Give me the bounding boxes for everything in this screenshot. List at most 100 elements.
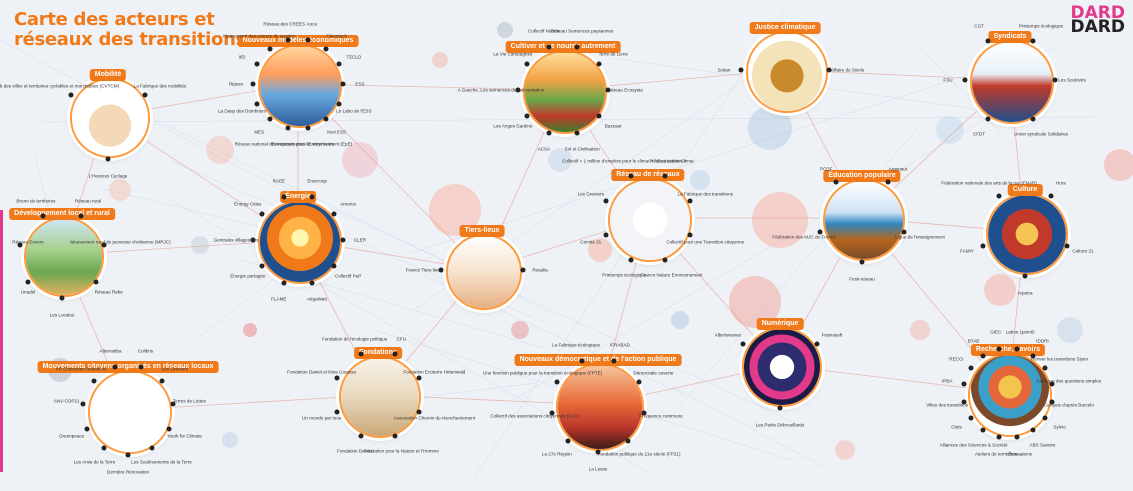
actor-label[interactable]: Terre de Liens bbox=[598, 50, 628, 56]
actor-label[interactable]: Kiwi ESS bbox=[327, 129, 347, 135]
actor-label[interactable]: BTAB bbox=[967, 338, 980, 344]
actor-label[interactable]: Colibris bbox=[137, 347, 154, 353]
actor-label[interactable]: Réseau Action Climat bbox=[649, 158, 694, 164]
actor-label[interactable]: Ateliers de territoires bbox=[974, 451, 1017, 457]
actor-label[interactable]: Culture 21 bbox=[1072, 248, 1094, 254]
actor-label[interactable]: Fondation de l'écologie politique bbox=[321, 335, 388, 341]
actor-label[interactable]: Arpetra bbox=[1017, 290, 1033, 296]
actor-label[interactable]: Réseau Semences paysannes bbox=[551, 28, 614, 34]
actor-label[interactable]: Villes des transitions bbox=[926, 402, 969, 408]
actor-label[interactable]: Cleantech bbox=[326, 32, 347, 38]
actor-label[interactable]: Festi-reseau bbox=[849, 276, 875, 282]
actor-label[interactable]: Un monde par tous bbox=[302, 415, 342, 421]
actor-label[interactable]: Réseau Ecosyste bbox=[607, 87, 643, 93]
actor-label[interactable]: Les Anges Gardins bbox=[493, 123, 533, 129]
actor-label[interactable]: Les Soulèvements de la Terre bbox=[131, 459, 192, 465]
actor-label[interactable]: Gentrales villageoises bbox=[213, 237, 259, 243]
hub-tree-brain-icon[interactable] bbox=[968, 353, 1052, 437]
actor-label[interactable]: La Fabrique des transitions bbox=[677, 191, 733, 197]
actor-label[interactable]: MES bbox=[254, 129, 265, 135]
actor-label[interactable]: Labos 1point5 bbox=[1005, 329, 1035, 335]
actor-label[interactable]: Écosapiens bbox=[1008, 451, 1032, 457]
actor-label[interactable]: Les Localos bbox=[49, 312, 75, 318]
actor-label[interactable]: Énergy Cities bbox=[234, 200, 262, 206]
actor-label[interactable]: Les Greniers bbox=[577, 191, 604, 197]
actor-label[interactable]: Fondation Daniel et Nina Carasso bbox=[287, 368, 357, 374]
actor-label[interactable]: Aoca bbox=[306, 20, 318, 26]
actor-label[interactable]: Argonaut bbox=[888, 165, 908, 171]
actor-label[interactable]: Fabrique des questions simples bbox=[1036, 378, 1102, 384]
actor-label[interactable]: Bruno de territoires bbox=[16, 198, 56, 204]
actor-label[interactable]: Printemps écologique bbox=[602, 272, 647, 278]
actor-label[interactable]: CGT bbox=[974, 23, 984, 29]
actor-label[interactable]: Amorce bbox=[340, 200, 357, 206]
actor-label[interactable]: ABS Savoirs bbox=[1029, 441, 1056, 447]
actor-label[interactable]: Collectif « 1 million d'emplois pour le … bbox=[562, 158, 687, 164]
actor-label[interactable]: Hors bbox=[1055, 179, 1066, 185]
hub-city-icon[interactable] bbox=[258, 44, 342, 128]
actor-label[interactable]: RECCI bbox=[949, 355, 964, 361]
actor-label[interactable]: GIEC bbox=[990, 329, 1002, 335]
actor-label[interactable]: Sylvio bbox=[1053, 424, 1066, 430]
actor-label[interactable]: PCDF bbox=[819, 165, 833, 171]
hub-farm-icon[interactable] bbox=[523, 50, 607, 134]
actor-label[interactable]: Réseau national des ressourceries et rec… bbox=[234, 141, 334, 147]
actor-label[interactable]: Alternatiba bbox=[99, 347, 122, 353]
hub-bicycle-icon[interactable] bbox=[70, 78, 150, 158]
actor-label[interactable]: Fédération nationale des arts de la rue … bbox=[941, 179, 1037, 185]
actor-label[interactable]: Entreprises pour l'Environnement (EpE) bbox=[271, 141, 353, 147]
actor-label[interactable]: Réseau Envers bbox=[12, 238, 44, 244]
actor-label[interactable]: La Fabrique des mobilités bbox=[133, 83, 187, 89]
actor-label[interactable]: La Lesse bbox=[588, 466, 608, 472]
actor-label[interactable]: L'Affaire du Siècle bbox=[827, 67, 865, 73]
actor-label[interactable]: Ligue de l'enseignement bbox=[895, 234, 945, 240]
hub-bulb-icon[interactable] bbox=[258, 200, 342, 284]
hub-activists-icon[interactable] bbox=[970, 40, 1054, 124]
actor-label[interactable]: Renver les transitions Siyen bbox=[1031, 355, 1089, 361]
hub-books-icon[interactable] bbox=[823, 179, 905, 261]
actor-label[interactable]: Framasoft bbox=[821, 332, 843, 338]
actor-label[interactable]: Démocratie ouverte bbox=[633, 370, 674, 376]
actor-label[interactable]: Ripess bbox=[228, 81, 244, 87]
actor-label[interactable]: CFDT bbox=[972, 130, 986, 136]
actor-label[interactable]: La Vie Campagnes bbox=[493, 50, 533, 56]
actor-label[interactable]: Le Labo de l'ESS bbox=[336, 108, 372, 114]
actor-label[interactable]: Les Soulevés bbox=[1058, 77, 1086, 83]
actor-label[interactable]: Fondation Danès bbox=[337, 448, 373, 454]
actor-label[interactable]: TZCLD bbox=[346, 54, 362, 60]
actor-label[interactable]: Association Chemin du réenchantement bbox=[393, 415, 476, 421]
actor-label[interactable]: Comité 21 bbox=[580, 239, 602, 245]
actor-label[interactable]: Collectif pour une Transition citoyenne bbox=[666, 239, 745, 245]
actor-label[interactable]: Scitan bbox=[717, 67, 731, 73]
hub-crowd-icon[interactable] bbox=[556, 363, 644, 451]
actor-label[interactable]: négaWatt bbox=[307, 296, 327, 302]
hub-village-icon[interactable] bbox=[24, 217, 104, 297]
actor-label[interactable]: Collectif PaP bbox=[335, 273, 362, 279]
actor-label[interactable]: Bazzaar bbox=[604, 123, 622, 129]
actor-label[interactable]: Mouvement des acteurs de quartier bbox=[223, 32, 296, 38]
hub-workspace-icon[interactable] bbox=[446, 234, 522, 310]
actor-label[interactable]: ESS bbox=[355, 81, 365, 87]
actor-label[interactable]: ANV-COP21 bbox=[53, 398, 80, 404]
actor-label[interactable]: Fondation pour la Nature et l'Homme bbox=[363, 448, 439, 454]
actor-label[interactable]: IPBA bbox=[941, 378, 953, 384]
actor-label[interactable]: CFU bbox=[396, 335, 407, 341]
actor-label[interactable]: Printemps écologique bbox=[1018, 23, 1064, 29]
actor-label[interactable]: RAEE bbox=[272, 178, 286, 184]
hub-people-icon[interactable] bbox=[88, 370, 172, 454]
actor-label[interactable]: Mouvement rural de jeunesse chrétienne (… bbox=[70, 238, 171, 244]
actor-label[interactable]: Énergie partagée bbox=[230, 273, 266, 279]
actor-label[interactable]: FSU bbox=[943, 77, 953, 83]
actor-label[interactable]: Enercoop bbox=[307, 178, 327, 184]
actor-label[interactable]: Collectif des associations citoyennes (C… bbox=[490, 413, 580, 419]
actor-label[interactable]: France Tiers-lieux bbox=[405, 267, 443, 273]
actor-label[interactable]: Albertweever bbox=[714, 332, 742, 338]
actor-label[interactable]: Club des villes et territoires cyclables… bbox=[0, 83, 120, 89]
actor-label[interactable]: Les Greniers bbox=[161, 366, 188, 372]
actor-label[interactable]: La Fabrique écologique bbox=[552, 342, 601, 348]
actor-label[interactable]: Cités bbox=[951, 424, 962, 430]
actor-label[interactable]: Collectif Nourrir bbox=[528, 28, 560, 34]
actor-label[interactable]: Sol et Civilisation bbox=[564, 146, 600, 152]
actor-label[interactable]: ACSA bbox=[537, 146, 551, 152]
actor-label[interactable]: Les Petits Débrouillards bbox=[755, 422, 805, 428]
